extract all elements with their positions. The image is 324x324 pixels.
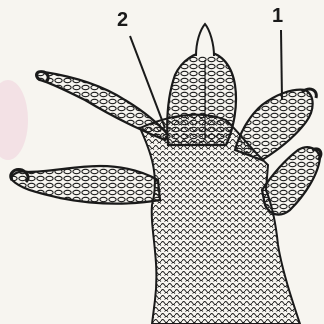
toe-left-lower: [12, 166, 160, 204]
stain-mark: [0, 80, 28, 160]
toe-middle: [167, 52, 236, 145]
toe-right-lower: [262, 147, 320, 214]
callout-1-label: 1: [272, 5, 283, 27]
callout-1-leader: [281, 30, 282, 100]
claw-middle: [196, 24, 214, 56]
callout-2-label: 2: [117, 9, 128, 31]
